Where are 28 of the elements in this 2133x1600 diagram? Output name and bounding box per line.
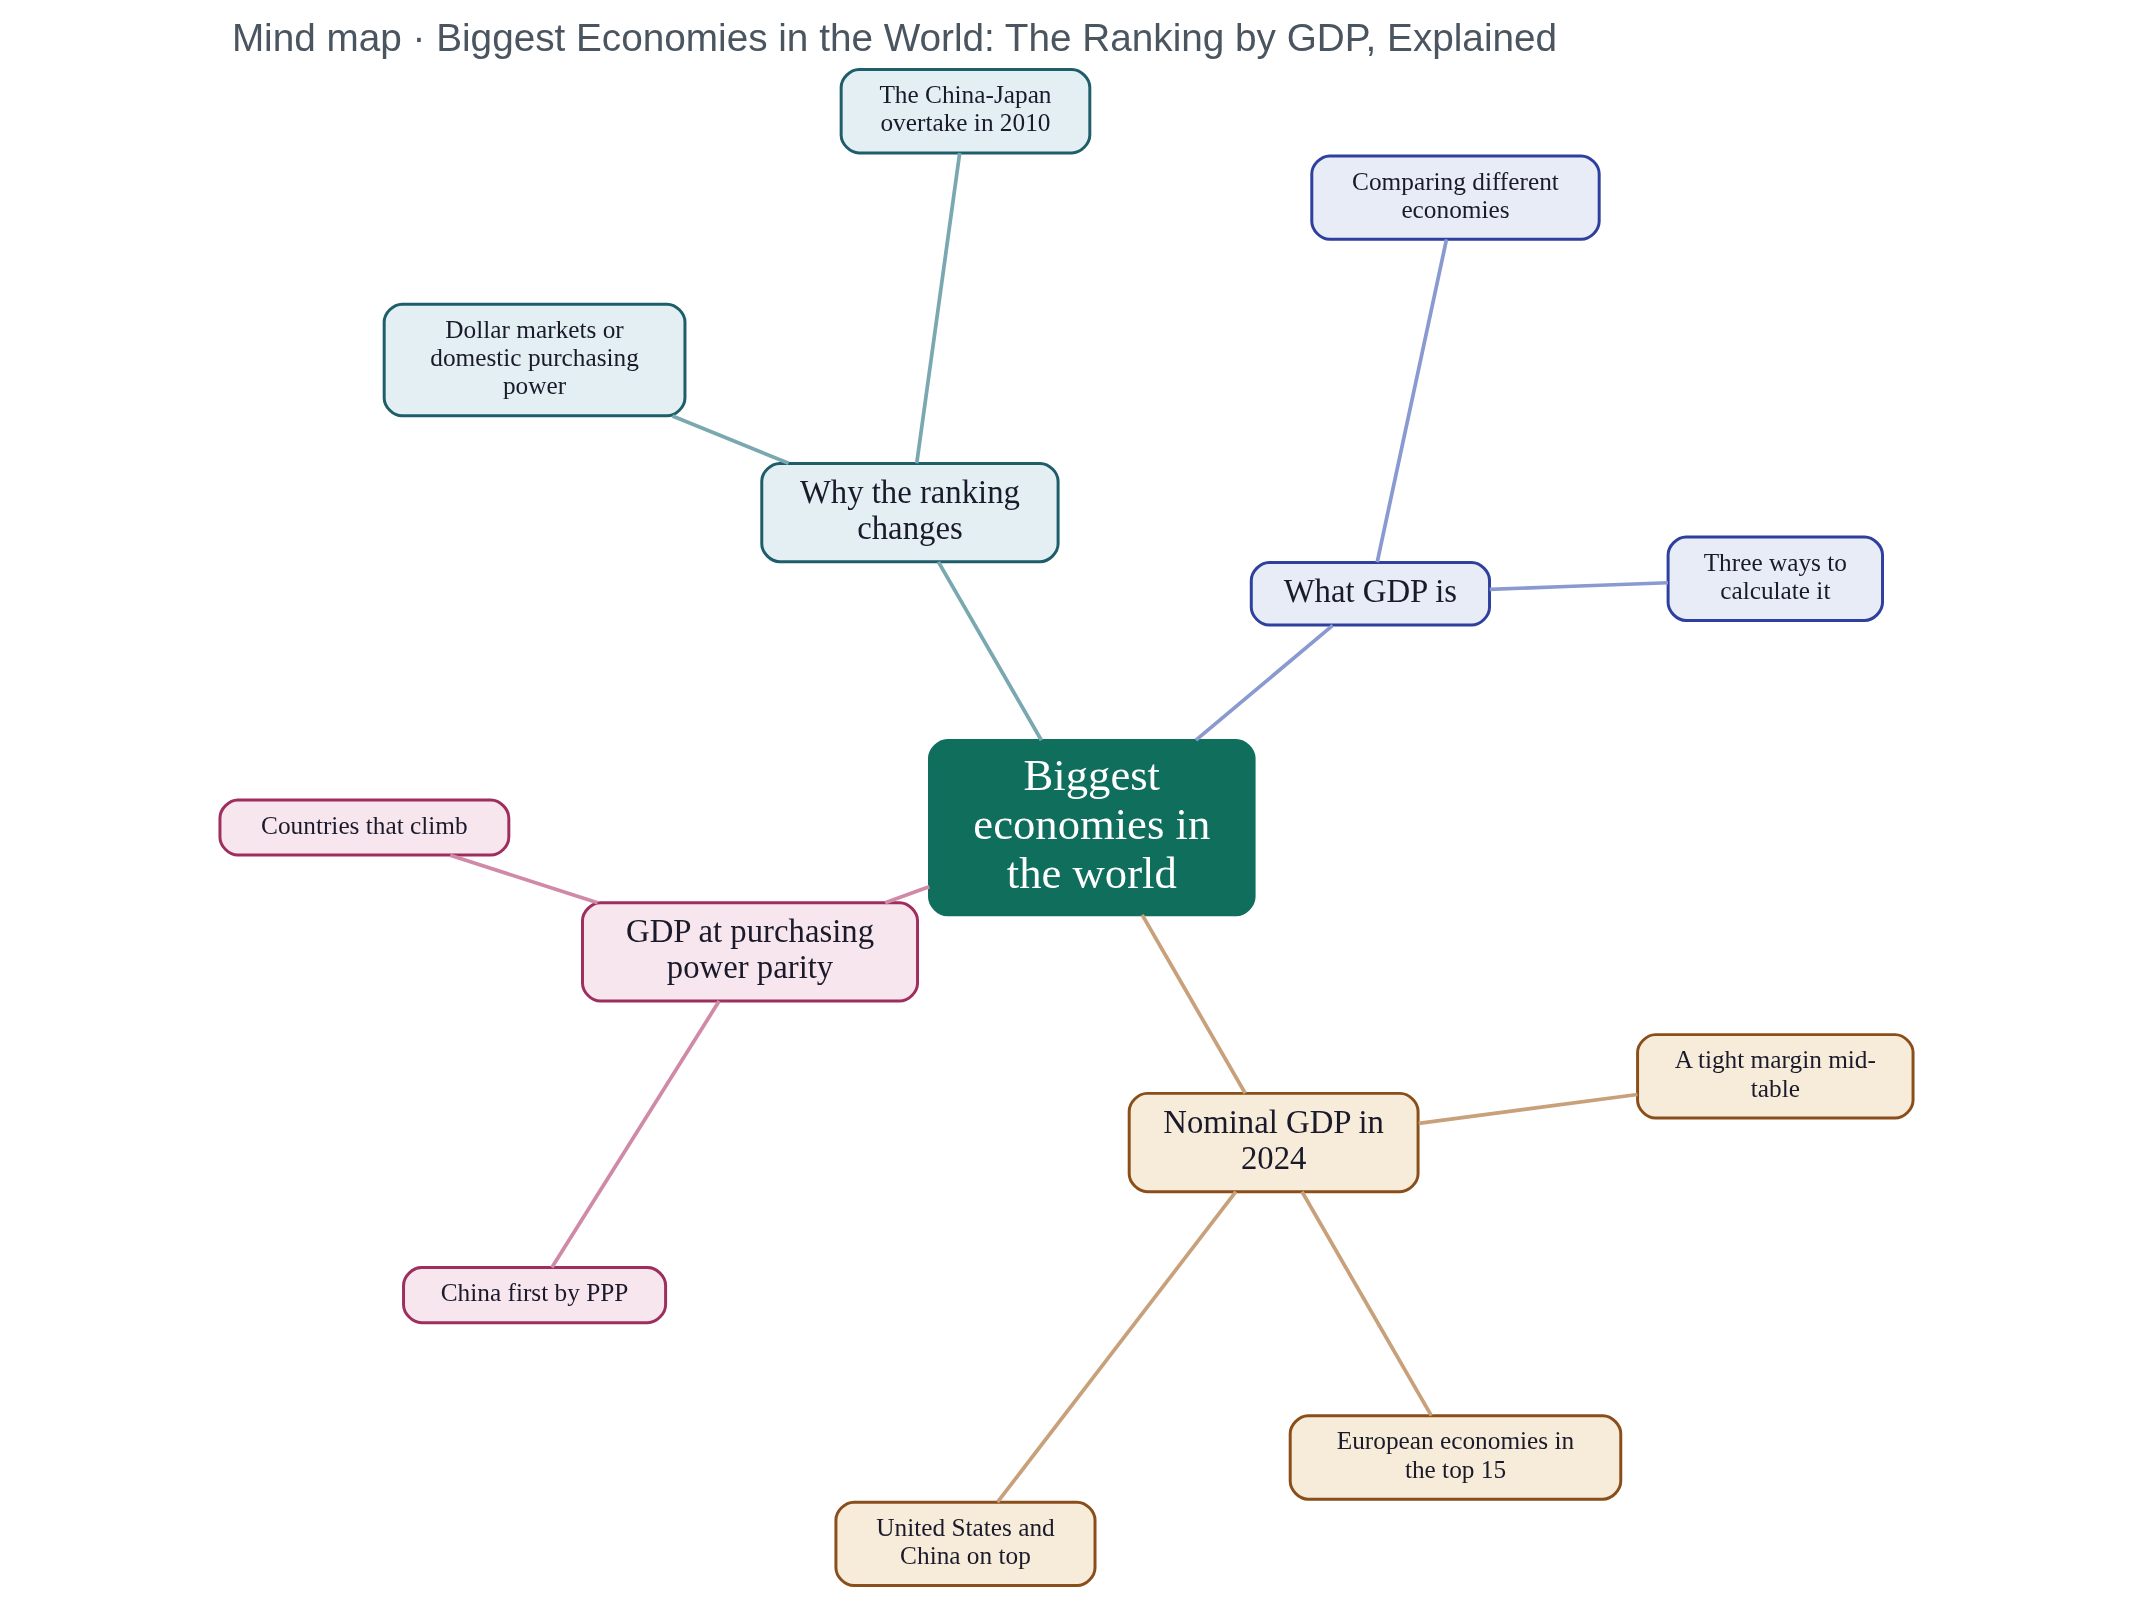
node-box: A tight margin mid-table [1636,1033,1915,1120]
node-box: Biggest economies in the world [928,738,1256,917]
connector [1140,913,1247,1095]
node-box: The China-Japan overtake in 2010 [839,68,1092,155]
connector [936,560,1043,742]
node-box: Why the ranking changes [760,461,1060,564]
connector [1300,1190,1433,1417]
diagram-title: Mind map · Biggest Economies in the World: The Ranking by GDP, Explained [231,16,1558,60]
node-box: European economies in the top 15 [1288,1414,1623,1501]
node-box: China first by PPP [402,1266,668,1325]
node-box: Nominal GDP in 2024 [1127,1091,1420,1194]
connector [1194,623,1334,742]
node-box: GDP at purchasing power parity [581,901,919,1003]
connector [671,414,790,465]
connector [914,152,962,464]
node-box: What GDP is [1249,561,1491,627]
node-box: Three ways to calculate it [1666,535,1884,622]
node-box: Dollar markets or domestic purchasing power [382,302,687,418]
connector [449,853,599,905]
connector [996,1190,1238,1504]
connector [550,1000,721,1269]
node-box: United States and China on top [834,1500,1097,1588]
connector [1418,1092,1638,1126]
node-box: Comparing different economies [1310,154,1601,241]
connector [1489,580,1668,592]
node-box: Countries that climb [218,798,511,857]
connector [1375,239,1449,563]
connector [884,884,931,905]
